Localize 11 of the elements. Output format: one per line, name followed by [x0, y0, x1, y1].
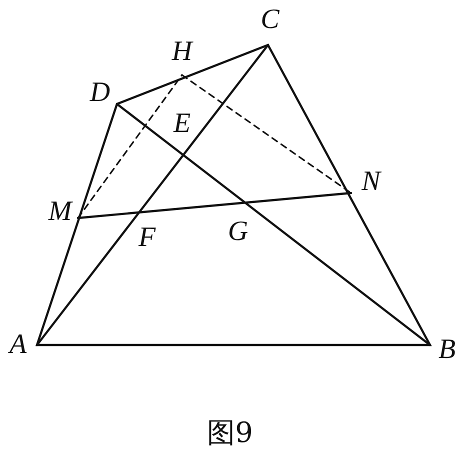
point-label: D [90, 79, 110, 107]
point-label: N [362, 168, 380, 196]
point-label: C [260, 6, 280, 34]
figure-caption: 图9 [207, 418, 253, 448]
point-label: A [9, 331, 27, 359]
point-label: G [228, 218, 248, 246]
point-label: F [138, 224, 156, 252]
point-label: B [438, 336, 456, 364]
point-label: E [173, 110, 191, 138]
point-label: M [48, 198, 72, 226]
point-label: H [172, 38, 192, 66]
